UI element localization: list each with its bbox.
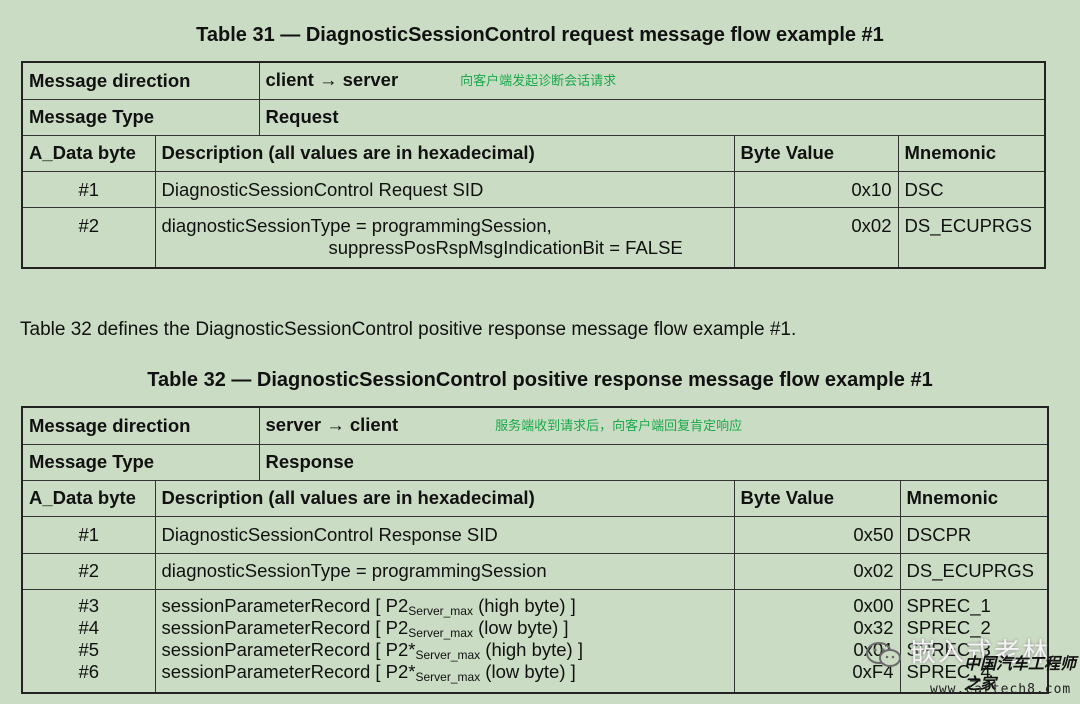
direction-label: Message direction — [21, 406, 260, 445]
description-cell: DiagnosticSessionControl Request SID — [154, 171, 735, 209]
table-31-caption: Table 31 — DiagnosticSessionControl requ… — [196, 24, 884, 46]
mnemonic-cell: DS_ECUPRGS — [899, 552, 1049, 590]
subscript-text: Server_max — [408, 625, 473, 640]
header-value: Byte Value — [733, 479, 901, 517]
table-row: #2 diagnosticSessionType = programmingSe… — [21, 552, 1049, 590]
mnemonic-cell: DS_ECUPRGS — [897, 207, 1046, 269]
header-row: A_Data byte Description (all values are … — [21, 479, 1049, 517]
table-row: #1 DiagnosticSessionControl Request SID … — [21, 171, 1046, 209]
byte-line: #4 — [78, 616, 100, 638]
header-byte: A_Data byte — [21, 479, 156, 517]
type-row: Message Type Response — [21, 443, 1049, 481]
mnemonic-line: SPREC_4 — [906, 660, 991, 682]
mnemonic-line: SPREC_2 — [906, 616, 991, 638]
table-31: Message direction client → server 向客户端发起诊… — [21, 61, 1047, 269]
byte-line: #6 — [78, 660, 100, 682]
subscript-text: Server_max — [415, 669, 481, 684]
description-cell: diagnosticSessionType = programmingSessi… — [154, 207, 735, 269]
subscript-text: Server_max — [408, 603, 473, 618]
type-label: Message Type — [21, 98, 260, 136]
description-cell: diagnosticSessionType = programmingSessi… — [154, 552, 735, 590]
direction-note: 向客户端发起诊断会话请求 — [460, 73, 617, 89]
mnemonic-line: SPREC_1 — [906, 594, 991, 616]
description-line: sessionParameterRecord [ P2Server_max (h… — [162, 595, 728, 617]
description-text: sessionParameterRecord [ P2* — [161, 660, 416, 682]
watermark: 嵌入式老林 中国汽车工程师之家 www.cartech8.com — [860, 636, 1080, 704]
header-row: A_Data byte Description (all values are … — [21, 134, 1046, 173]
value-cell: 0x50 — [733, 515, 901, 554]
description-cell: sessionParameterRecord [ P2Server_max (h… — [154, 588, 735, 694]
description-text: (high byte) ] — [472, 594, 576, 616]
direction-cell: client → server 向客户端发起诊断会话请求 — [258, 61, 1046, 100]
type-value: Request — [258, 98, 1046, 136]
header-mnemonic: Mnemonic — [899, 479, 1049, 517]
value-cell: 0x02 — [733, 207, 899, 269]
watermark-site-name: 中国汽车工程师之家 — [964, 654, 1077, 693]
value-line: 0x00 — [853, 594, 894, 616]
value-cell: 0x02 — [733, 552, 901, 590]
type-value: Response — [258, 443, 1049, 481]
mnemonic-cell: DSC — [897, 171, 1046, 209]
byte-cell: #1 — [21, 515, 156, 554]
description-line: sessionParameterRecord [ P2*Server_max (… — [162, 661, 728, 683]
header-description: Description (all values are in hexadecim… — [154, 134, 735, 173]
byte-cell: #2 — [21, 207, 156, 269]
description-text: (high byte) ] — [480, 638, 583, 660]
description-text: (low byte) ] — [472, 616, 569, 638]
type-row: Message Type Request — [21, 98, 1046, 136]
direction-value: client → server — [265, 68, 399, 90]
description-line-2: suppressPosRspMsgIndicationBit = FALSE — [328, 237, 683, 259]
header-byte: A_Data byte — [21, 134, 156, 173]
subscript-text: Server_max — [415, 647, 481, 662]
table-row: #3 #4 #5 #6 sessionParameterRecord [ P2S… — [21, 588, 1049, 694]
direction-row: Message direction client → server 向客户端发起诊… — [21, 61, 1046, 100]
value-line: 0x32 — [853, 616, 894, 638]
description-text: (low byte) ] — [480, 660, 576, 682]
value-cell: 0x10 — [733, 171, 899, 209]
direction-label: Message direction — [21, 61, 260, 100]
description-line: sessionParameterRecord [ P2*Server_max (… — [162, 639, 728, 661]
value-line: 0xF4 — [852, 660, 894, 682]
watermark-account-name: 嵌入式老林 — [910, 638, 1051, 668]
mnemonic-cell: SPREC_1 SPREC_2 SPREC_3 SPREC_4 — [899, 588, 1049, 694]
direction-row: Message direction server → client 服务端收到请求… — [21, 406, 1049, 445]
byte-cell: #3 #4 #5 #6 — [21, 588, 156, 694]
direction-cell: server → client 服务端收到请求后，向客户端回复肯定响应 — [258, 406, 1049, 445]
byte-cell: #2 — [21, 552, 156, 590]
mnemonic-cell: DSCPR — [899, 515, 1049, 554]
table-row: #2 diagnosticSessionType = programmingSe… — [21, 207, 1046, 269]
description-line: sessionParameterRecord [ P2Server_max (l… — [162, 617, 728, 639]
direction-value: server → client — [265, 413, 399, 435]
description-text: sessionParameterRecord [ P2 — [161, 616, 409, 638]
byte-cell: #1 — [21, 171, 156, 209]
description-text: sessionParameterRecord [ P2* — [161, 638, 416, 660]
type-label: Message Type — [21, 443, 260, 481]
description-text: sessionParameterRecord [ P2 — [161, 594, 409, 616]
description-cell: DiagnosticSessionControl Response SID — [154, 515, 735, 554]
header-mnemonic: Mnemonic — [897, 134, 1046, 173]
body-paragraph: Table 32 defines the DiagnosticSessionCo… — [20, 319, 797, 340]
byte-line: #3 — [78, 594, 100, 616]
byte-line: #5 — [78, 638, 100, 660]
table-32: Message direction server → client 服务端收到请求… — [21, 406, 1050, 694]
header-description: Description (all values are in hexadecim… — [154, 479, 735, 517]
table-32-caption: Table 32 — DiagnosticSessionControl posi… — [147, 369, 933, 391]
wechat-icon — [864, 640, 904, 670]
watermark-url: www.cartech8.com — [930, 682, 1072, 697]
header-value: Byte Value — [733, 134, 899, 173]
direction-note: 服务端收到请求后，向客户端回复肯定响应 — [495, 418, 743, 434]
mnemonic-line: SPREC_3 — [906, 638, 991, 660]
description-line-1: diagnosticSessionType = programmingSessi… — [161, 215, 552, 237]
table-row: #1 DiagnosticSessionControl Response SID… — [21, 515, 1049, 554]
